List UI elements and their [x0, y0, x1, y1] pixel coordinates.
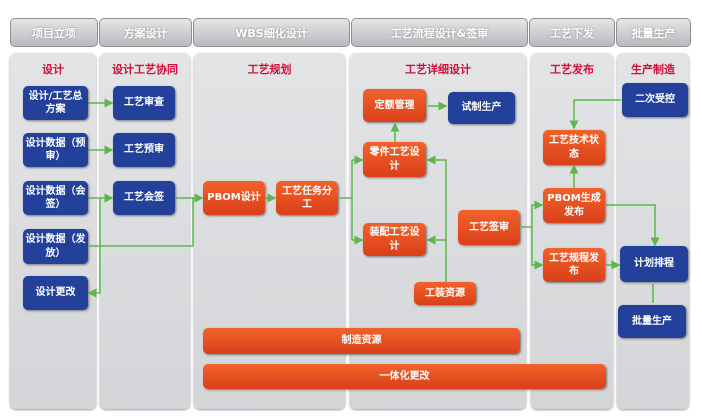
box-pbom-release[interactable]: PBOM生成发布 [543, 188, 605, 223]
box-quota[interactable]: 定额管理 [363, 89, 426, 122]
box-spec-release[interactable]: 工艺规程发布 [543, 248, 605, 282]
box-pbom-design[interactable]: PBOM设计 [203, 181, 265, 215]
lane-title: 设计工艺协同 [112, 63, 178, 76]
lane-title: 工艺规划 [247, 63, 292, 76]
box-trial-production[interactable]: 试制生产 [448, 92, 515, 124]
phase-header: 批量生产 [616, 18, 691, 47]
box-design-plan[interactable]: 设计/工艺总方案 [23, 86, 88, 120]
box-process-review[interactable]: 工艺审查 [113, 86, 175, 120]
box-tooling[interactable]: 工装资源 [414, 282, 476, 305]
box-approval[interactable]: 工艺签审 [458, 210, 520, 245]
lane-title: 生产制造 [631, 63, 675, 76]
box-process-prereview[interactable]: 工艺预审 [113, 133, 175, 167]
lane-release: 工艺发布 [531, 53, 613, 409]
box-design-prereview[interactable]: 设计数据（预审） [23, 133, 88, 167]
phase-header: 工艺流程设计&签审 [351, 18, 528, 47]
phase-header: 项目立项 [10, 18, 98, 47]
box-design-change[interactable]: 设计更改 [23, 276, 88, 310]
box-scheduling[interactable]: 计划排程 [620, 246, 688, 282]
phase-header: 方案设计 [99, 18, 192, 47]
phase-header: 工艺下发 [529, 18, 615, 47]
box-task-assign[interactable]: 工艺任务分工 [276, 181, 338, 215]
box-design-release[interactable]: 设计数据（发放） [23, 229, 88, 264]
box-part-design[interactable]: 零件工艺设计 [363, 142, 426, 177]
lane-title: 工艺详细设计 [405, 63, 471, 76]
box-design-sign[interactable]: 设计数据（会签） [23, 181, 88, 215]
box-process-sign[interactable]: 工艺会签 [113, 181, 175, 215]
bar-integrated-change[interactable]: 一体化更改 [203, 364, 606, 389]
box-assembly-design[interactable]: 装配工艺设计 [363, 223, 426, 256]
lane-title: 设计 [42, 63, 64, 76]
bar-mfg-resource[interactable]: 制造资源 [203, 328, 520, 354]
box-tech-state[interactable]: 工艺技术状态 [543, 130, 605, 165]
phase-header: WBS细化设计 [193, 18, 350, 47]
box-controlled[interactable]: 二次受控 [622, 83, 688, 117]
box-mass-production[interactable]: 批量生产 [618, 305, 686, 338]
lane-title: 工艺发布 [550, 63, 594, 76]
